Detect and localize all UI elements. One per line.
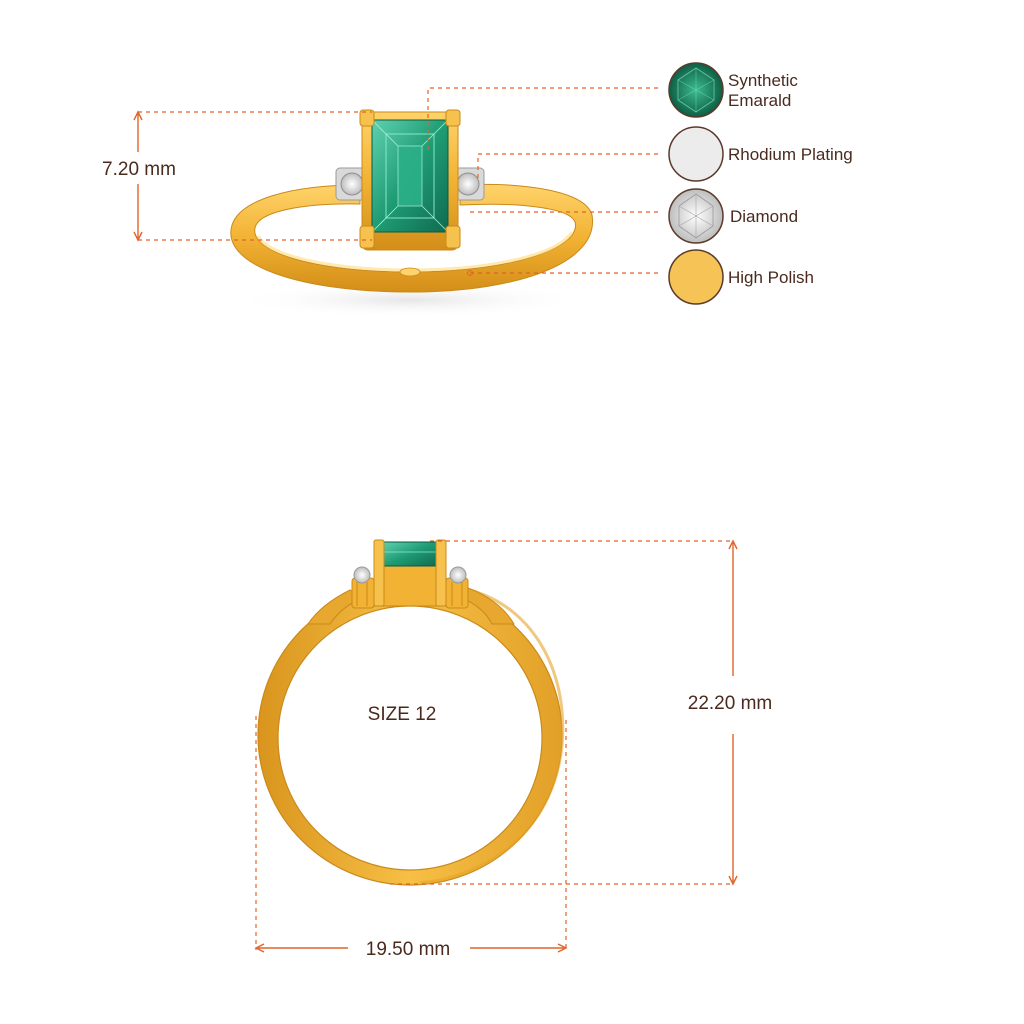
ring-perspective-view: 7.20 mm xyxy=(88,87,662,318)
legend-item-rhodium-plating: Rhodium Plating xyxy=(668,126,853,182)
ring-size-label: SIZE 12 xyxy=(368,704,437,725)
width-dimension-label: 19.50 mm xyxy=(366,939,450,960)
high-polish-swatch-icon xyxy=(668,249,724,305)
legend-item-diamond: Diamond xyxy=(668,188,798,244)
legend-label-synthetic: Synthetic xyxy=(728,71,798,90)
side-diamond-front-right xyxy=(445,566,469,609)
emerald-setting-front xyxy=(373,539,447,607)
ring-band-top xyxy=(230,183,593,293)
legend-label-high-polish: High Polish xyxy=(728,268,814,287)
side-diamond-front-left xyxy=(351,566,375,609)
height-dimension-label: 7.20 mm xyxy=(102,159,176,180)
legend-item-high-polish: High Polish xyxy=(668,249,814,305)
legend-label-diamond: Diamond xyxy=(730,207,798,226)
total-height-dimension-label: 22.20 mm xyxy=(688,693,772,714)
materials-legend: Synthetic Emarald Rhodium Plating Diamon… xyxy=(668,62,853,305)
legend-label-emarald: Emarald xyxy=(728,91,791,110)
rhodium-swatch-icon xyxy=(668,126,724,182)
ring-front-view: SIZE 12 22.20 mm 19.50 mm xyxy=(254,539,772,960)
legend-item-synthetic-emerald: Synthetic Emarald xyxy=(668,62,798,118)
emerald-setting-top xyxy=(359,109,461,251)
legend-label-rhodium-plating: Rhodium Plating xyxy=(728,145,853,164)
